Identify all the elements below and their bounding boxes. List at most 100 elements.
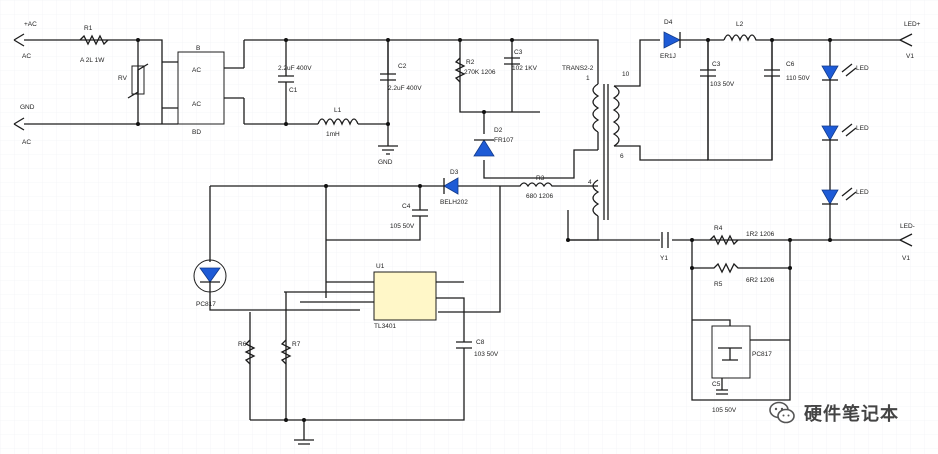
junction-dots xyxy=(136,38,832,422)
r2-label: R2 xyxy=(466,59,475,66)
inductor-l1: L1 1mH xyxy=(317,107,359,138)
pin-6-label: 6 xyxy=(620,153,624,160)
bridge-ac1-label: AC xyxy=(192,67,201,74)
led1-label: LED xyxy=(856,65,869,72)
led-minus-sub-label: V1 xyxy=(902,255,910,262)
d2-label: D2 xyxy=(494,127,503,134)
led-plus-sub-label: V1 xyxy=(906,53,914,60)
led-minus-label: LED- xyxy=(900,223,915,230)
pin-1-label: 1 xyxy=(586,75,590,82)
r3-label: R3 xyxy=(536,175,545,182)
u1-part-label: TL3401 xyxy=(374,323,396,330)
c4-value: 105 50V xyxy=(390,223,415,230)
capacitor-c6: C6 110 50V xyxy=(764,40,810,160)
watermark: 硬件笔记本 xyxy=(768,393,928,433)
led-minus-terminal: LED- V1 xyxy=(568,223,915,262)
c4-label: C4 xyxy=(402,203,411,210)
l1-value: 1mH xyxy=(326,131,340,138)
r5-label: R5 xyxy=(714,281,723,288)
c1-value: 2.2uF 400V xyxy=(278,65,312,72)
capacitor-c5: C5 105 50V xyxy=(712,378,737,414)
led-plus-label: LED+ xyxy=(904,21,921,28)
d3-value: BELH202 xyxy=(440,199,468,206)
led2-label: LED xyxy=(856,125,869,132)
varistor-rv: RV xyxy=(118,39,163,124)
pc817-label: PC817 xyxy=(196,301,216,308)
pin-4-label: 4 xyxy=(588,179,592,186)
c6-label: C6 xyxy=(786,61,795,68)
l2-label: L2 xyxy=(736,21,744,28)
capacitor-y1: Y1 xyxy=(660,232,669,262)
bridge-rectifier: B AC AC BD xyxy=(162,40,245,136)
ac-top-label: +AC xyxy=(24,21,37,28)
c3-label: C3 xyxy=(514,49,523,56)
c3b-label: C3 xyxy=(712,61,721,68)
c8-value: 103 50V xyxy=(474,351,499,358)
ground-symbol-bottom xyxy=(294,420,314,445)
r3-value: 680 1206 xyxy=(526,193,553,200)
gnd-ac-sub-label: AC xyxy=(22,139,31,146)
capacitor-c1: 2.2uF 400V C1 xyxy=(278,40,312,124)
u1-label: U1 xyxy=(376,263,385,270)
ac-input-terminal: +AC AC xyxy=(13,21,138,60)
optocoupler-pc817-primary: PC817 xyxy=(193,259,360,311)
led3-label: LED xyxy=(856,189,869,196)
gnd-input-terminal: GND AC xyxy=(13,104,178,146)
l1-label: L1 xyxy=(334,107,342,114)
r2-value: 270K 1206 xyxy=(464,69,496,76)
watermark-text: 硬件笔记本 xyxy=(804,404,899,425)
c6-value: 110 50V xyxy=(786,75,810,82)
diode-d2: D2 FR107 xyxy=(473,112,598,179)
r6-label: R6 xyxy=(238,341,247,348)
diode-d3: D3 BELH202 R3 680 1206 xyxy=(420,169,598,206)
d4-value: ER1J xyxy=(660,53,676,60)
capacitor-c3-out: C3 103 50V xyxy=(700,40,735,160)
d3-label: D3 xyxy=(450,169,459,176)
d4-label: D4 xyxy=(664,19,673,26)
ground-symbol: GND xyxy=(378,124,398,166)
controller-ic-u1: U1 TL3401 xyxy=(284,263,465,342)
hv-rail xyxy=(244,39,599,84)
gnd-label: GND xyxy=(378,159,393,166)
feedback-wire xyxy=(209,185,501,313)
inductor-l2: L2 xyxy=(723,21,772,42)
r5-value: 6R2 1206 xyxy=(746,277,775,284)
capacitor-c2: C2 2.2uF 400V xyxy=(380,40,422,92)
c5-label: C5 xyxy=(712,381,721,388)
bridge-label: B xyxy=(196,45,200,52)
c2-value: 2.2uF 400V xyxy=(388,85,422,92)
transformer-label: TRANS2-2 xyxy=(562,65,594,72)
r1-value: A 2L 1W xyxy=(80,57,105,64)
transformer: TRANS2-2 1 4 10 6 xyxy=(562,39,708,241)
bias-resistors: R6 R7 xyxy=(238,292,301,420)
r4-value: 1R2 1206 xyxy=(746,231,775,238)
diode-d4: D4 ER1J xyxy=(660,19,724,60)
wechat-icon xyxy=(769,401,795,424)
r7-label: R7 xyxy=(292,341,301,348)
resistor-r1: R1 A 2L 1W xyxy=(79,25,109,64)
rv-label: RV xyxy=(118,75,128,82)
pin-10-label: 10 xyxy=(622,71,630,78)
optocoupler-pc817-secondary: PC817 xyxy=(692,319,790,379)
led-plus-terminal: LED+ V1 xyxy=(899,21,921,60)
c1-label: C1 xyxy=(289,87,298,94)
gnd-ac-label: GND xyxy=(20,104,35,111)
c3b-value: 103 50V xyxy=(710,81,735,88)
c2-label: C2 xyxy=(398,63,407,70)
cy-label: Y1 xyxy=(660,255,668,262)
current-sense-resistors: R4 1R2 1206 R5 6R2 1206 xyxy=(691,225,791,401)
c3-value: 102 1KV xyxy=(512,65,538,72)
capacitor-c8: C8 103 50V xyxy=(250,339,499,421)
bridge-tag: BD xyxy=(192,129,201,136)
led-string: LED LED LED xyxy=(821,40,869,240)
ac-top-sub-label: AC xyxy=(22,53,31,60)
bridge-ac2-label: AC xyxy=(192,101,201,108)
r4-label: R4 xyxy=(714,225,723,232)
pc817b-label: PC817 xyxy=(752,351,772,358)
r1-label: R1 xyxy=(84,25,93,32)
c5-value: 105 50V xyxy=(712,407,737,414)
capacitor-c4: C4 105 50V xyxy=(326,186,428,241)
c8-label: C8 xyxy=(476,339,485,346)
